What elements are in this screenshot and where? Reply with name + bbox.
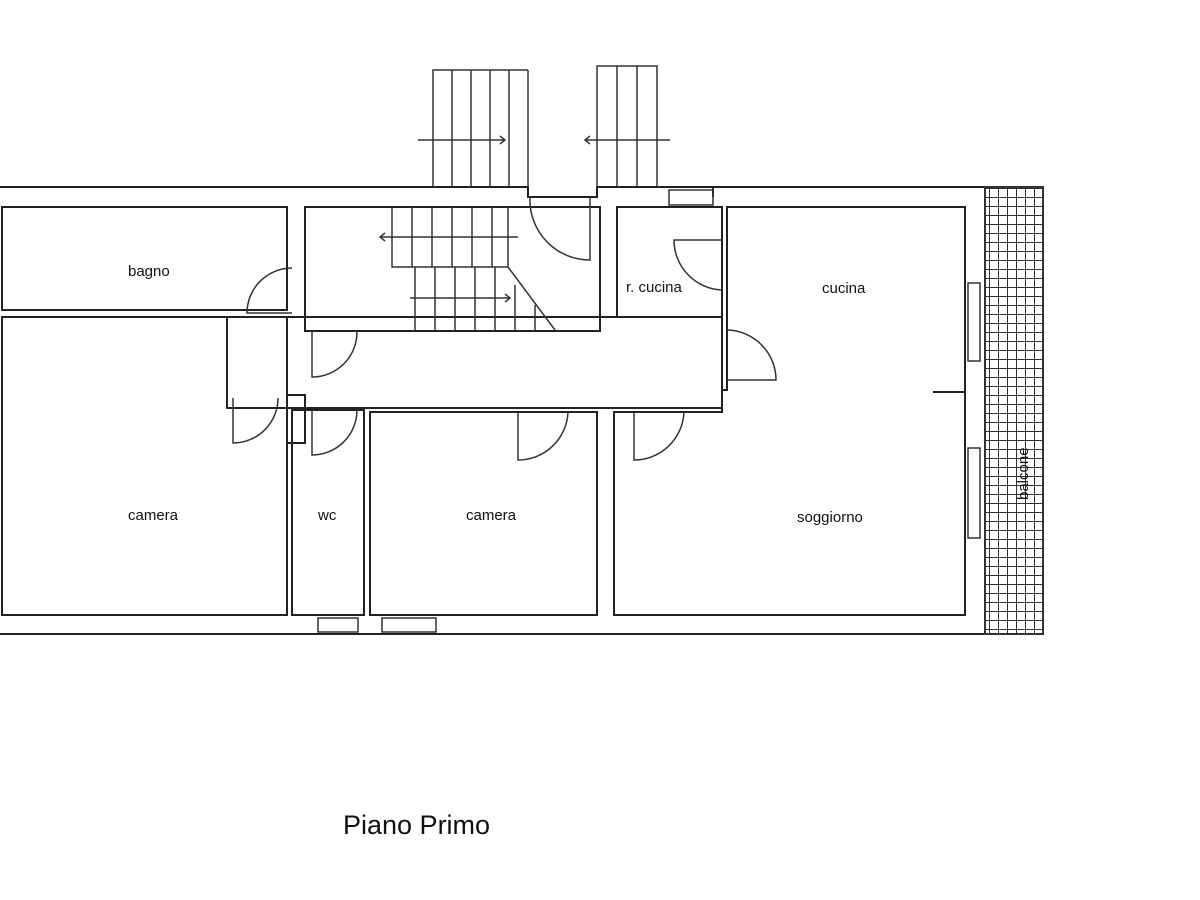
label-bagno: bagno <box>128 263 170 280</box>
room-camera-mid <box>369 411 598 616</box>
room-wc <box>291 409 365 616</box>
label-wc: wc <box>317 507 337 524</box>
label-balcone: balcone <box>1015 447 1032 500</box>
room-bagno <box>1 206 288 311</box>
label-soggiorno: soggiorno <box>797 509 863 526</box>
label-camera-mid: camera <box>466 507 517 524</box>
stairs <box>378 65 670 331</box>
room-cucina-soggiorno <box>613 206 966 616</box>
room-camera-left <box>1 316 288 616</box>
label-r-cucina: r. cucina <box>626 279 683 296</box>
label-cucina: cucina <box>822 280 866 297</box>
plan-title: Piano Primo <box>343 810 491 840</box>
balcony <box>984 186 1044 635</box>
label-camera-left: camera <box>128 507 179 524</box>
doors <box>232 196 777 461</box>
room-r-cucina <box>616 206 723 318</box>
